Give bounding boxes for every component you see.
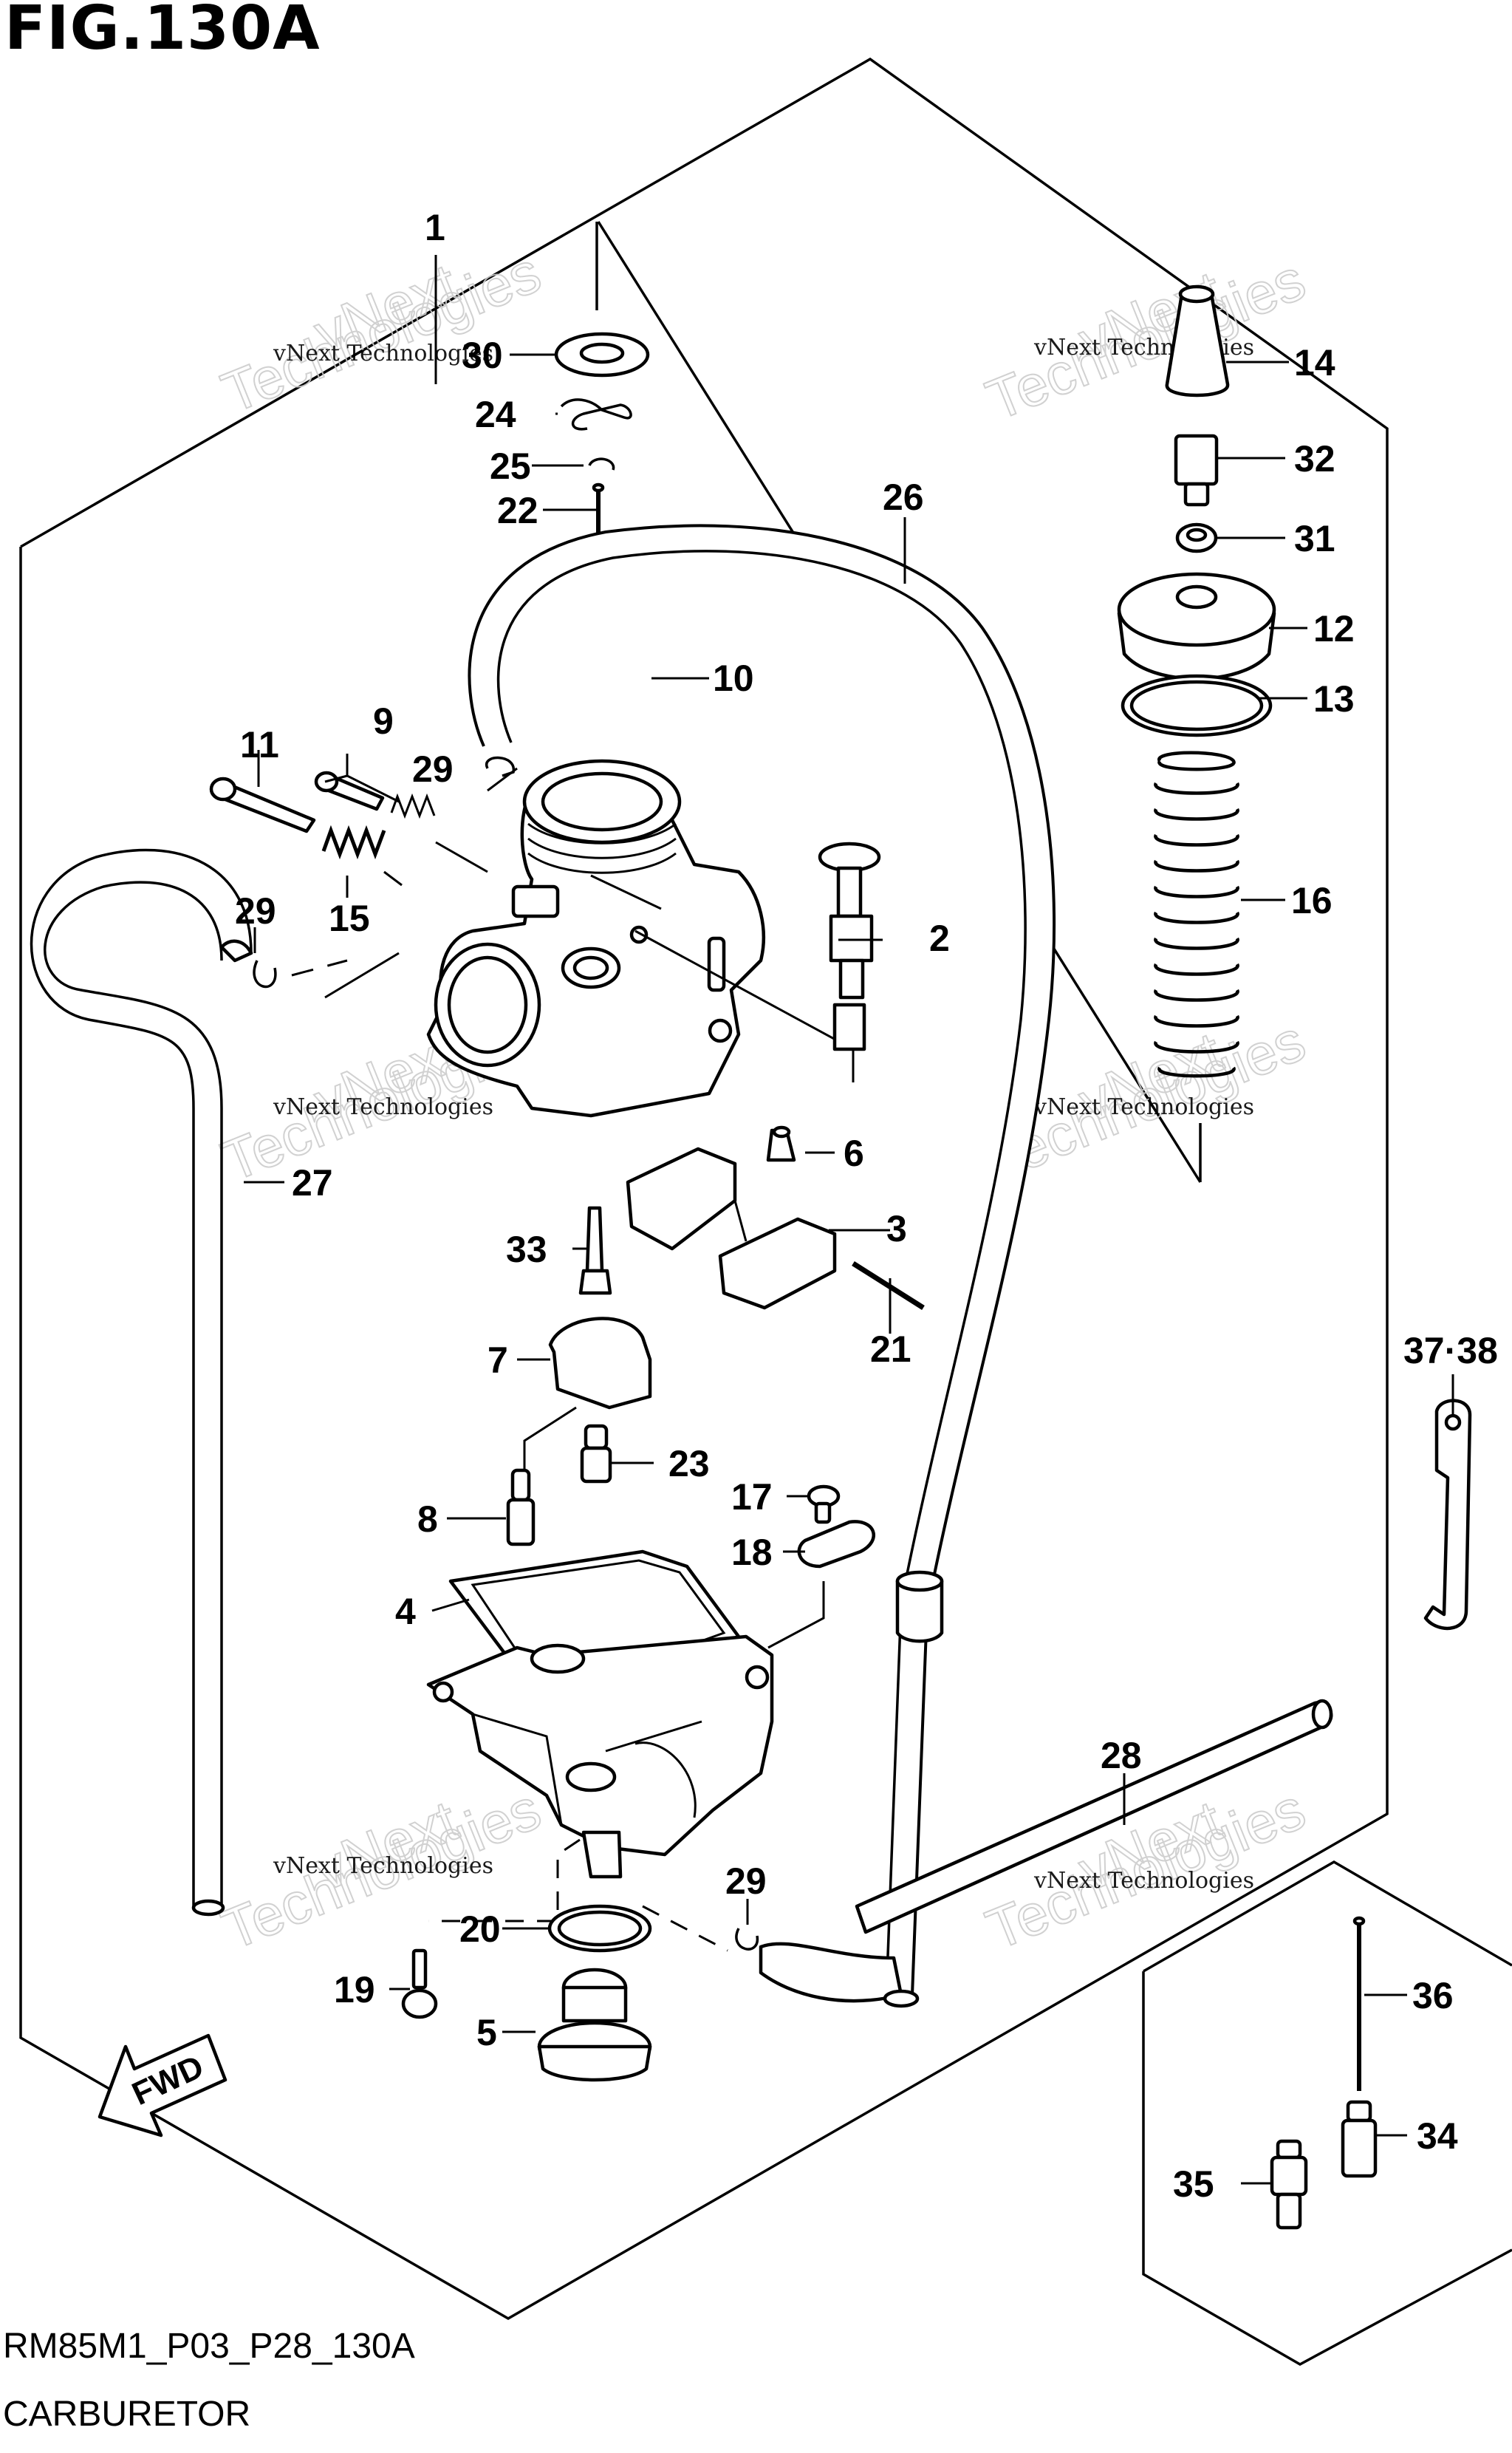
part-34-needle-jet [1341,2100,1378,2178]
callout-2: 2 [929,918,950,959]
callout-7: 7 [488,1340,508,1381]
part-26-hose-inner [496,550,1027,1996]
part-6-float-pin-clip [766,1125,796,1162]
part-27-overflow-hose [30,848,253,1917]
svg-text:vNext Technologies: vNext Technologies [1033,1094,1254,1120]
part-16-throttle-spring [1154,751,1239,1078]
callout-18: 18 [731,1532,773,1573]
callout-21: 21 [870,1328,911,1370]
part-24-clip [560,398,632,431]
part-19-screw [401,1948,438,2019]
part-23-pilot-jet [580,1424,612,1484]
part-29-hose-clamp-lower [735,1928,759,1951]
callout-13: 13 [1313,678,1355,720]
callout-33: 33 [506,1229,547,1270]
callout-10: 10 [713,658,754,699]
callout-22: 22 [497,490,538,531]
part-9-air-screw [314,771,436,819]
part-30-seal [554,332,650,378]
part-14-cable-cap [1165,284,1230,398]
part-32-cable-adjuster [1174,434,1219,507]
callout-12: 12 [1313,608,1355,649]
callout-23: 23 [668,1443,710,1484]
part-21-float-pin [852,1261,925,1310]
part-17-screw [807,1484,841,1524]
part-5-drain-plug [537,1968,652,2082]
callout-15: 15 [329,898,370,939]
figure-title: FIG.130A [4,0,321,64]
part-3-float [626,1147,837,1310]
callout-leaders [244,255,1454,2185]
callout-34: 34 [1417,2115,1458,2157]
part-2-starter-plunger [818,842,881,1051]
callout-1: 1 [425,207,445,248]
callout-27: 27 [292,1162,333,1204]
leader-18 [767,1581,825,1649]
callout-3: 3 [886,1208,907,1249]
part-11-screw [209,777,316,833]
callout-37-38: 37·38 [1403,1330,1498,1371]
callout-36: 36 [1412,1975,1454,2016]
part-31-nut [1175,522,1218,553]
leader-7-8 [523,1406,577,1470]
callout-30: 30 [462,335,503,376]
svg-text:vNext Technologies: vNext Technologies [1033,1868,1254,1894]
callout-5: 5 [476,2012,497,2053]
part-28-pipe [855,1699,1333,1934]
part-37-38-hose-guide [1423,1399,1472,1631]
leader-bowl-lower [428,1838,728,1952]
part-25-e-clip [588,457,615,471]
callout-4: 4 [395,1591,416,1632]
callout-20: 20 [459,1908,501,1950]
svg-text:vNext Technologies: vNext Technologies [273,1853,493,1879]
callout-24: 24 [475,394,516,435]
part-hose-sleeve [883,1570,944,2008]
callout-26: 26 [883,477,924,518]
part-35-jet [1270,2139,1308,2230]
callout-28: 28 [1101,1735,1142,1776]
callout-8: 8 [417,1498,438,1540]
callout-16: 16 [1291,880,1333,921]
part-13-gasket [1121,674,1273,737]
part-15-spring [321,825,386,860]
callout-29-left: 29 [235,890,276,932]
part-33-needle-jet [578,1206,612,1295]
callout-9: 9 [373,700,394,742]
callout-14: 14 [1294,342,1335,383]
callout-29-lower: 29 [725,1860,767,1902]
part-7-baffle [548,1317,652,1410]
callout-32: 32 [1294,438,1335,480]
callout-19: 19 [334,1969,375,2010]
part-20-o-ring [547,1904,652,1953]
part-float-chamber [426,1634,774,1879]
part-1-carburetor-body [426,759,765,1118]
callout-35: 35 [1173,2163,1214,2205]
figure-name: CARBURETOR [3,2395,251,2434]
part-12-top-cap [1117,572,1276,680]
callout-17: 17 [731,1476,773,1518]
callout-labels: 1 2 3 4 5 6 7 8 9 10 11 12 13 14 15 16 1… [235,207,1498,2205]
part-hose-short [759,1942,903,2003]
callout-6: 6 [844,1133,864,1174]
svg-text:vNext Technologies: vNext Technologies [273,341,493,366]
part-29-hose-clamp-left [253,960,277,989]
callout-25: 25 [490,446,531,487]
part-8-main-jet [506,1468,536,1546]
figure-code: RM85M1_P03_P28_130A [3,2327,415,2366]
callout-31: 31 [1294,518,1335,559]
callout-11: 11 [240,724,279,765]
part-36-needle [1352,1916,1366,2091]
svg-text:vNext Technologies: vNext Technologies [273,1094,493,1120]
callout-29-upper: 29 [412,748,454,790]
